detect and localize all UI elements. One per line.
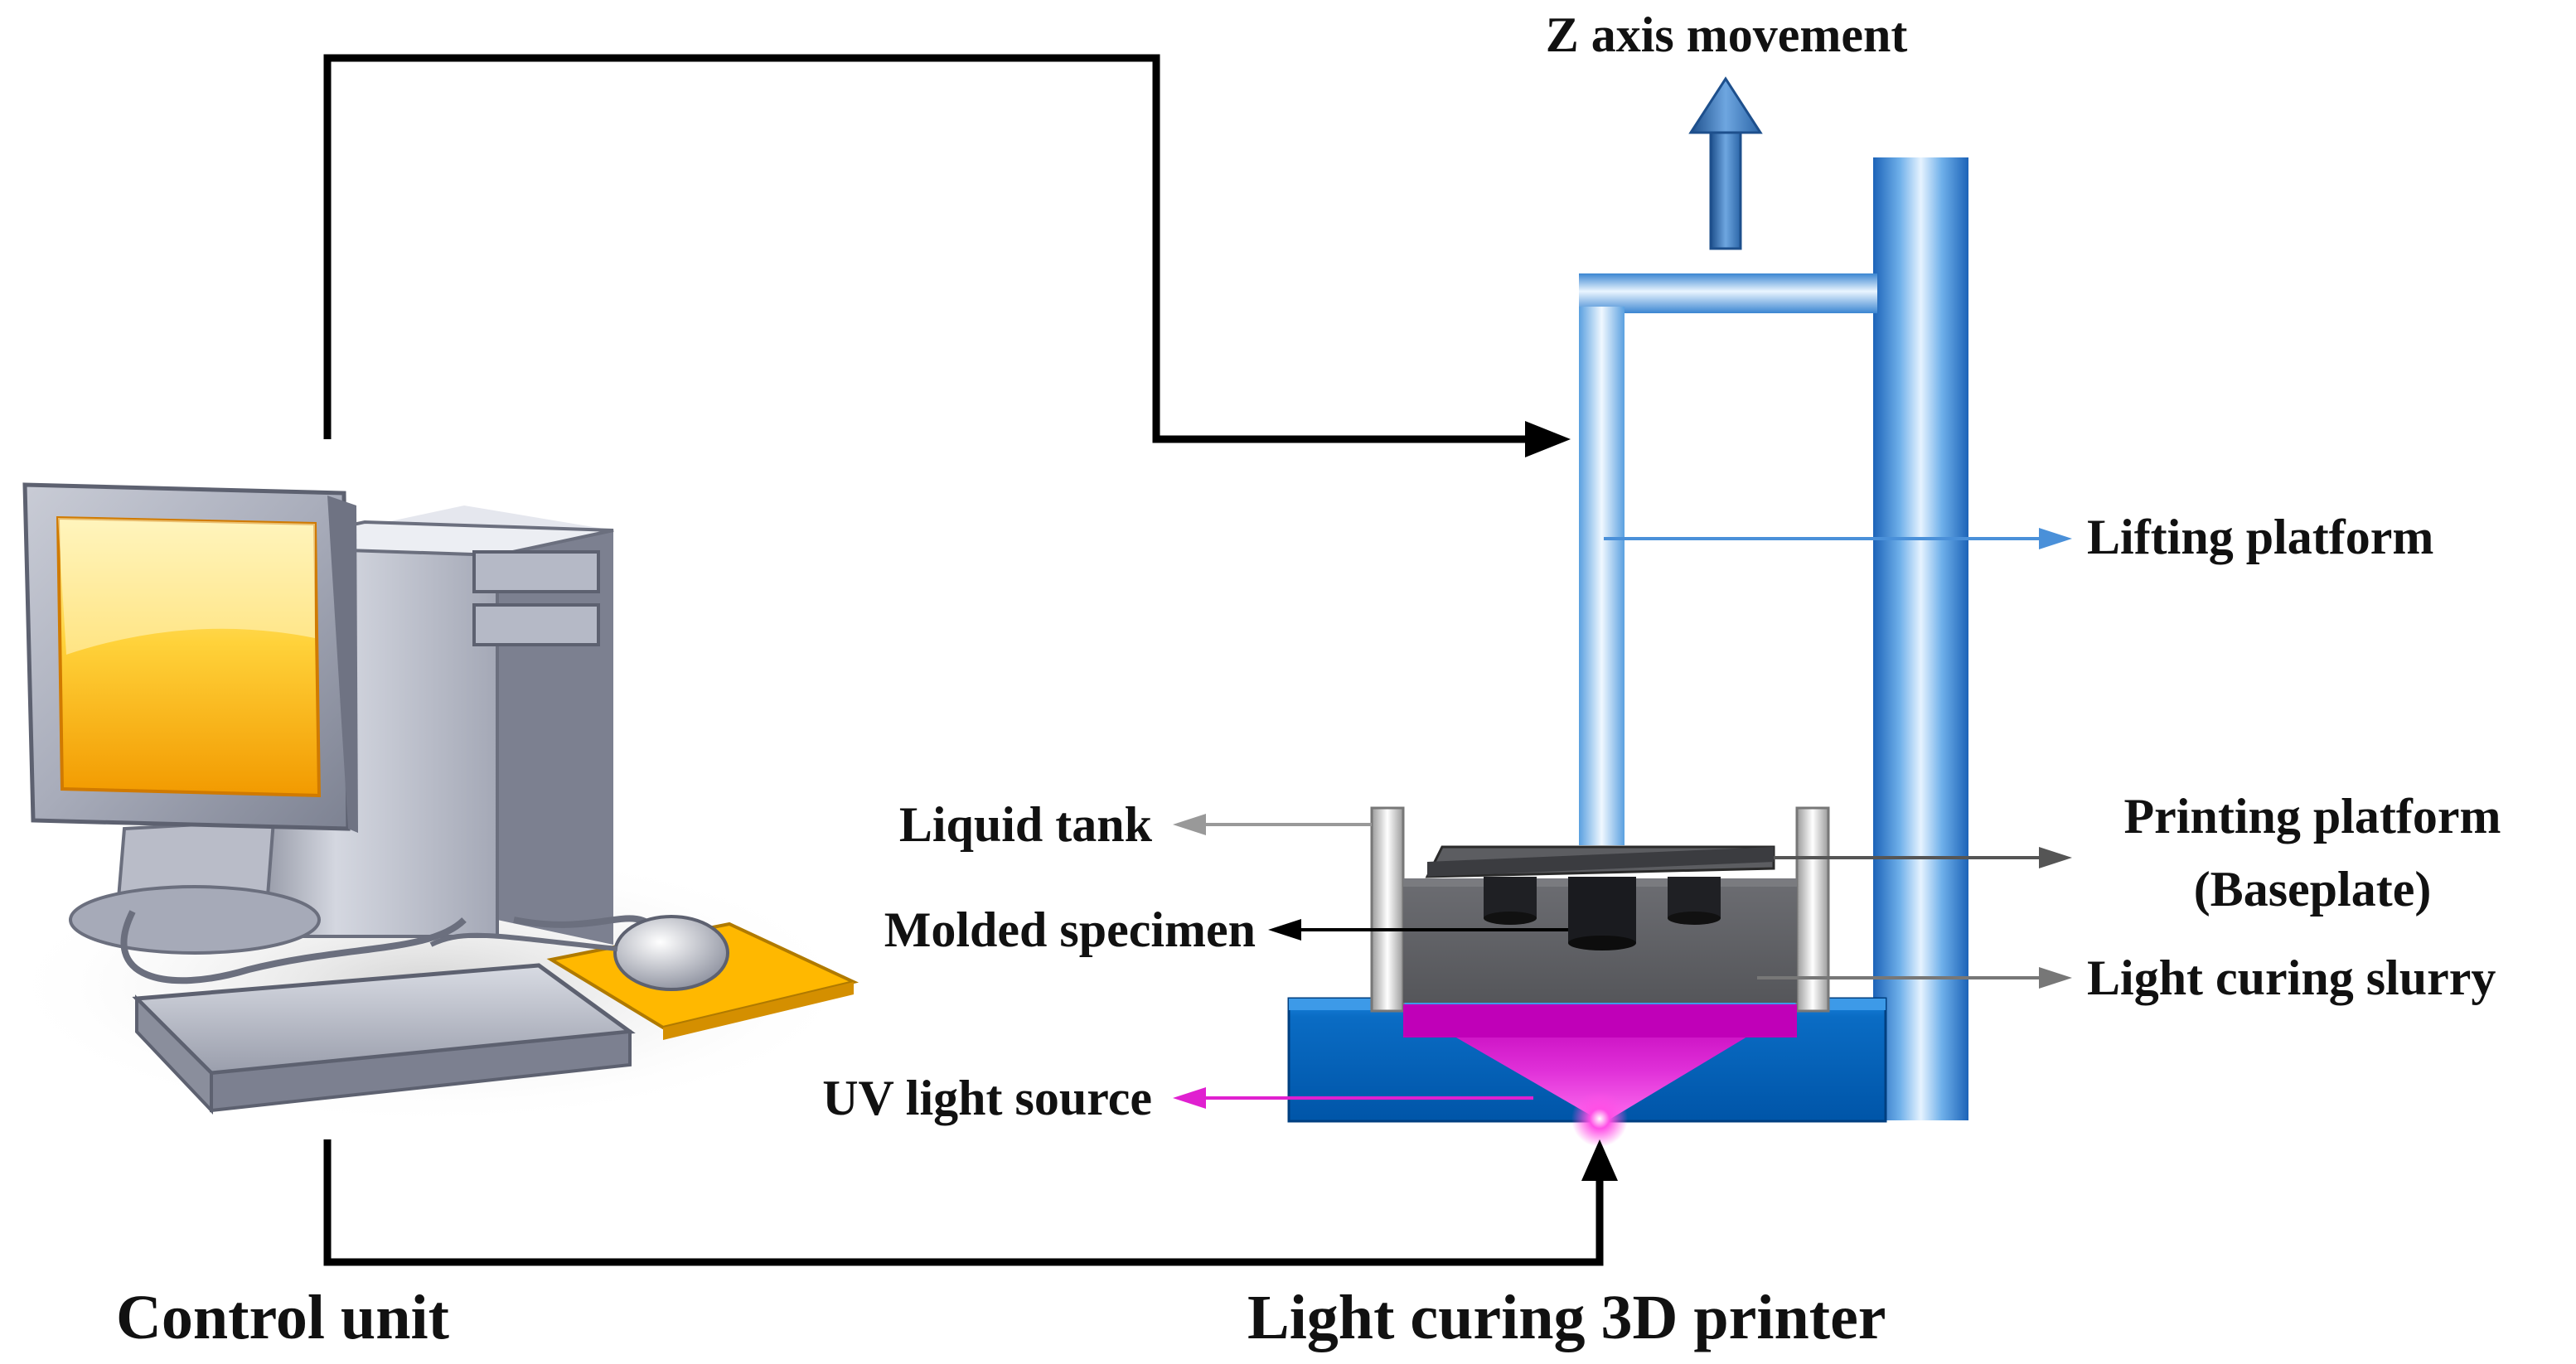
computer-monitor xyxy=(22,482,358,955)
signal-connector-bottom xyxy=(323,1139,1604,1266)
computer-icon xyxy=(0,482,862,1127)
printing-platform-arrowhead xyxy=(2039,847,2072,868)
uv-light-source-label: UV light source xyxy=(822,1071,1152,1125)
connector-arrowhead-right xyxy=(1525,421,1571,457)
computer-keyboard xyxy=(132,963,636,1115)
liquid-tank-arrowhead xyxy=(1173,814,1206,835)
molded-specimen-label: Molded specimen xyxy=(884,902,1256,957)
printer-label: Light curing 3D printer xyxy=(1247,1283,1886,1352)
lifting-platform-arrowhead xyxy=(2039,528,2072,549)
z-axis-arrow-icon xyxy=(1688,76,1763,250)
molded-specimens xyxy=(1484,877,1721,950)
signal-connector-top xyxy=(323,54,1529,443)
uv-light-arrowhead xyxy=(1173,1087,1206,1109)
uv-light-source xyxy=(1403,1004,1797,1147)
lifting-platform-label: Lifting platform xyxy=(2087,510,2433,564)
printer-frame xyxy=(1579,157,1968,1120)
lifting-rod xyxy=(1579,307,1625,845)
control-unit-label: Control unit xyxy=(116,1283,449,1352)
printing-platform-label: Printing platform xyxy=(2124,789,2501,844)
molded-specimen-arrowhead xyxy=(1268,919,1301,941)
baseplate-label: (Baseplate) xyxy=(2194,862,2432,917)
liquid-tank-label: Liquid tank xyxy=(899,797,1153,852)
connector-arrowhead-up xyxy=(1581,1139,1618,1181)
computer-mouse xyxy=(429,915,729,991)
light-curing-slurry-label: Light curing slurry xyxy=(2087,950,2496,1005)
lifting-arm xyxy=(1579,273,1877,313)
printing-platform xyxy=(1425,845,1775,878)
printer-column xyxy=(1873,157,1968,1120)
z-axis-label: Z axis movement xyxy=(1546,7,1908,62)
slurry-arrowhead xyxy=(2039,967,2072,989)
